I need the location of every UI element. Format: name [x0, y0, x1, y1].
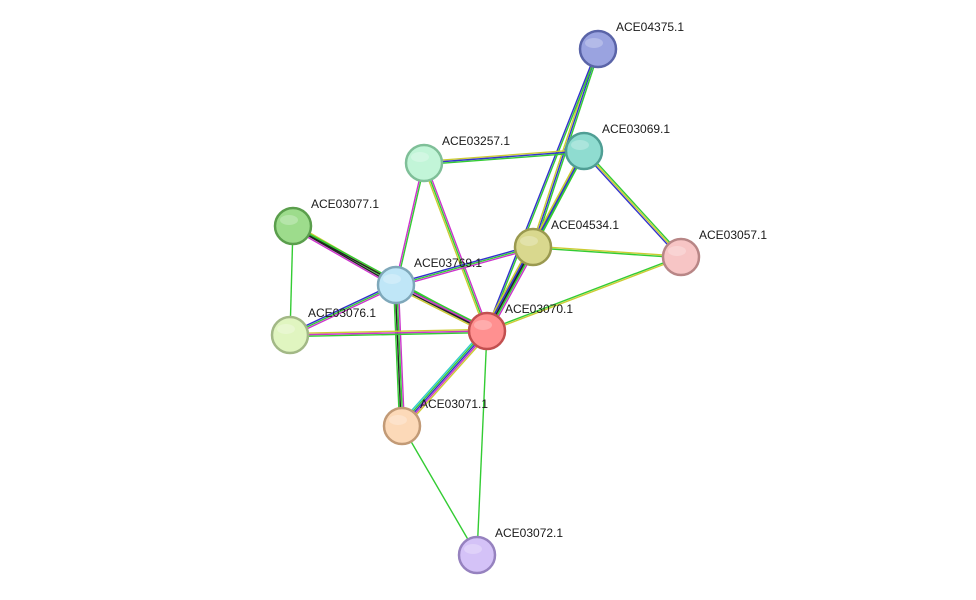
- node-label: ACE03057.1: [699, 228, 767, 242]
- node-label: ACE03072.1: [495, 526, 563, 540]
- edge-evidence-line: [486, 255, 681, 331]
- node-ACE03071.1[interactable]: ACE03071.1: [382, 397, 488, 446]
- edge-evidence-line: [583, 150, 682, 258]
- edge-evidence-line: [485, 48, 598, 331]
- node-circle[interactable]: [578, 29, 618, 69]
- edge-evidence-line: [582, 151, 681, 259]
- node-highlight: [474, 320, 492, 330]
- node-highlight: [277, 324, 295, 334]
- edge-evidence-line: [396, 284, 404, 426]
- node-circle[interactable]: [376, 265, 416, 305]
- edge-ACE04375.1-ACE03070.1: [485, 48, 600, 332]
- edge-ACE03257.1-ACE03769.1: [394, 162, 426, 286]
- edge-evidence-line: [487, 257, 682, 333]
- node-label: ACE03076.1: [308, 306, 376, 320]
- node-label: ACE04375.1: [616, 20, 684, 34]
- node-ACE03072.1[interactable]: ACE03072.1: [457, 526, 563, 575]
- node-label: ACE03071.1: [420, 397, 488, 411]
- edge-ACE03070.1-ACE03071.1: [399, 328, 490, 429]
- node-ACE04375.1[interactable]: ACE04375.1: [578, 20, 684, 69]
- node-circle[interactable]: [273, 206, 313, 246]
- node-circle[interactable]: [564, 131, 604, 171]
- edge-evidence-line: [401, 330, 488, 427]
- node-highlight: [585, 38, 603, 48]
- edge-evidence-line: [423, 150, 585, 164]
- node-circle[interactable]: [457, 535, 497, 575]
- node-label: ACE03069.1: [602, 122, 670, 136]
- node-ACE03769.1[interactable]: ACE03769.1: [376, 256, 482, 305]
- edge-evidence-line: [289, 328, 487, 335]
- edge-evidence-line: [584, 149, 683, 257]
- node-highlight: [464, 544, 482, 554]
- node-ACE03070.1[interactable]: ACE03070.1: [467, 302, 573, 351]
- edge-ACE03257.1-ACE03069.1: [423, 148, 585, 166]
- edge-ACE03769.1-ACE03076.1: [289, 282, 397, 338]
- node-highlight: [520, 236, 538, 246]
- node-circle[interactable]: [661, 237, 701, 277]
- node-ACE03069.1[interactable]: ACE03069.1: [564, 122, 670, 171]
- edge-evidence-line: [290, 331, 488, 338]
- edge-evidence-line: [396, 247, 534, 288]
- edge-ACE04534.1-ACE03769.1: [395, 244, 534, 288]
- edge-evidence-line: [397, 284, 406, 426]
- edge-ACE03076.1-ACE03070.1: [289, 328, 488, 338]
- node-ACE03257.1[interactable]: ACE03257.1: [404, 134, 510, 183]
- edge-evidence-line: [289, 330, 488, 336]
- edge-evidence-line: [533, 245, 682, 257]
- edge-ACE03069.1-ACE03057.1: [582, 149, 683, 259]
- edge-evidence-line: [395, 246, 534, 286]
- node-ACE04534.1[interactable]: ACE04534.1: [513, 218, 619, 267]
- edge-evidence-line: [402, 331, 489, 428]
- edge-evidence-line: [395, 244, 533, 285]
- edge-evidence-line: [487, 49, 600, 332]
- edge-evidence-line: [401, 425, 478, 556]
- edge-ACE03070.1-ACE03072.1: [476, 330, 488, 556]
- edge-ACE03057.1-ACE03070.1: [486, 255, 682, 333]
- edge-evidence-line: [532, 247, 681, 259]
- node-highlight: [411, 152, 429, 162]
- node-circle[interactable]: [513, 227, 553, 267]
- edge-evidence-line: [399, 328, 486, 425]
- node-circle[interactable]: [382, 406, 422, 446]
- edge-evidence-line: [392, 285, 401, 427]
- edge-evidence-line: [423, 148, 584, 163]
- edge-evidence-line: [421, 163, 487, 332]
- node-circle[interactable]: [270, 315, 310, 355]
- node-highlight: [383, 274, 401, 284]
- edge-evidence-line: [291, 227, 396, 288]
- edge-evidence-line: [403, 332, 490, 429]
- edge-evidence-line: [290, 285, 397, 338]
- edge-evidence-line: [396, 163, 426, 286]
- edge-evidence-line: [476, 330, 488, 556]
- node-circle[interactable]: [404, 143, 444, 183]
- node-label: ACE03769.1: [414, 256, 482, 270]
- edge-evidence-line: [424, 162, 490, 331]
- node-highlight: [389, 415, 407, 425]
- edge-ACE04534.1-ACE03057.1: [532, 245, 682, 259]
- node-highlight: [668, 246, 686, 256]
- edge-evidence-line: [423, 162, 488, 332]
- node-label: ACE03257.1: [442, 134, 510, 148]
- node-label: ACE04534.1: [551, 218, 619, 232]
- edge-evidence-line: [424, 151, 585, 166]
- node-label: ACE03070.1: [505, 302, 573, 316]
- edge-evidence-line: [289, 284, 397, 336]
- edge-evidence-line: [400, 329, 487, 426]
- node-ACE03057.1[interactable]: ACE03057.1: [661, 228, 767, 277]
- node-ACE03076.1[interactable]: ACE03076.1: [270, 306, 376, 355]
- nodes-layer: ACE04375.1ACE03069.1ACE03257.1ACE03077.1…: [270, 20, 767, 575]
- edge-ACE03769.1-ACE03071.1: [392, 284, 406, 427]
- node-ACE03077.1[interactable]: ACE03077.1: [273, 197, 379, 246]
- node-circle[interactable]: [467, 311, 507, 351]
- edge-evidence-line: [394, 285, 402, 427]
- edge-evidence-line: [289, 282, 396, 335]
- edge-ACE03071.1-ACE03072.1: [401, 425, 478, 556]
- node-highlight: [280, 215, 298, 225]
- edge-ACE03257.1-ACE03070.1: [421, 162, 490, 332]
- node-label: ACE03077.1: [311, 197, 379, 211]
- edge-evidence-line: [394, 162, 424, 285]
- node-highlight: [571, 140, 589, 150]
